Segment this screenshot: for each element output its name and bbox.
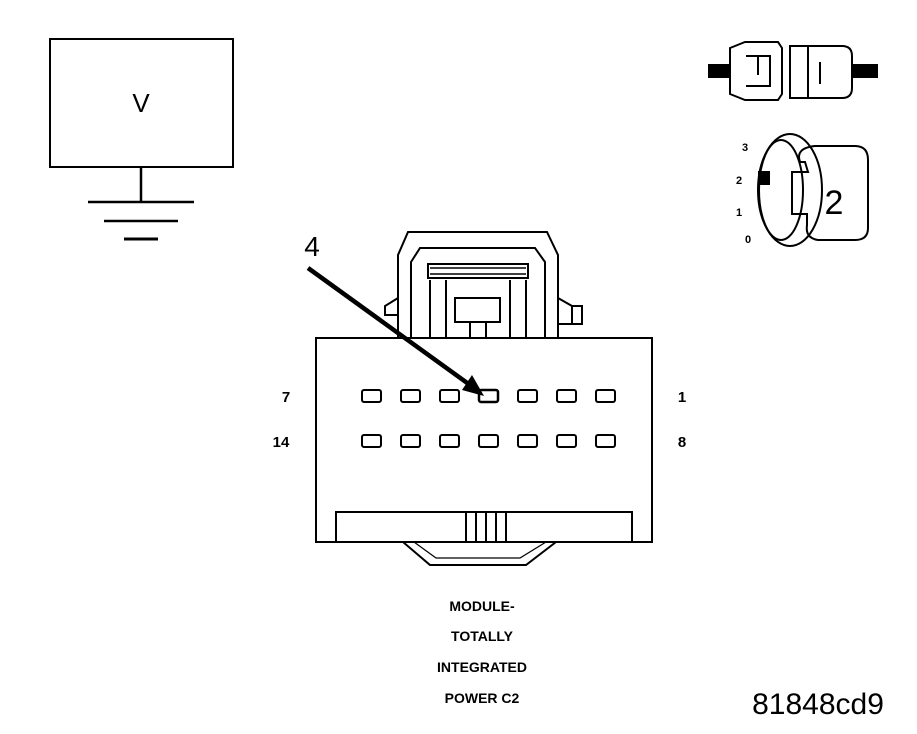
key-position-3: 3: [742, 142, 748, 154]
pin-cavity-14: [361, 434, 382, 448]
arrow-head-icon: [462, 375, 484, 396]
ground-icon: [88, 167, 194, 241]
pin-cavity-3: [517, 389, 538, 403]
pin-cavity-5: [439, 389, 460, 403]
pin-label-bottom-right: 8: [678, 434, 686, 451]
caption-line-4: POWER C2: [445, 690, 520, 706]
pin-cavity-2: [556, 389, 577, 403]
key-position-1: 1: [736, 207, 742, 219]
connector-bottom-lock: [335, 511, 633, 566]
key-selected-position: 2: [825, 184, 844, 222]
ignition-key-icon: 3 2 1 0 2: [736, 133, 869, 247]
pin-label-bottom-left: 14: [273, 434, 290, 451]
connector-latch: [384, 231, 583, 338]
pin-label-top-right: 1: [678, 389, 686, 406]
figure-id: 81848cd9: [752, 688, 884, 721]
caption-line-2: TOTALLY: [451, 628, 514, 644]
pin-cavity-1: [595, 389, 616, 403]
pin-cavity-8: [595, 434, 616, 448]
caption-line-3: INTEGRATED: [437, 659, 527, 675]
key-position-2: 2: [736, 175, 742, 187]
connector-body: [315, 337, 653, 566]
pin-cavity-7: [361, 389, 382, 403]
voltmeter-symbol: V: [49, 38, 234, 241]
pin-cavity-12: [439, 434, 460, 448]
disconnect-connector-icon: [708, 41, 878, 101]
callout-label: 4: [304, 231, 320, 262]
voltmeter-label: V: [132, 88, 150, 118]
pin-cavity-9: [556, 434, 577, 448]
callout-arrow: 4: [304, 231, 484, 396]
caption: MODULE- TOTALLY INTEGRATED POWER C2: [437, 598, 527, 706]
pin-cavity-13: [400, 434, 421, 448]
caption-line-1: MODULE-: [449, 598, 515, 614]
cavity-row-bottom: [361, 434, 616, 448]
key-position-0: 0: [745, 234, 751, 246]
pin-cavity-4: [477, 388, 500, 404]
pin-cavity-11: [478, 434, 499, 448]
pin-cavity-10: [517, 434, 538, 448]
pin-cavity-6: [400, 389, 421, 403]
cavity-row-top: [361, 388, 616, 404]
pin-label-top-left: 7: [282, 389, 290, 406]
